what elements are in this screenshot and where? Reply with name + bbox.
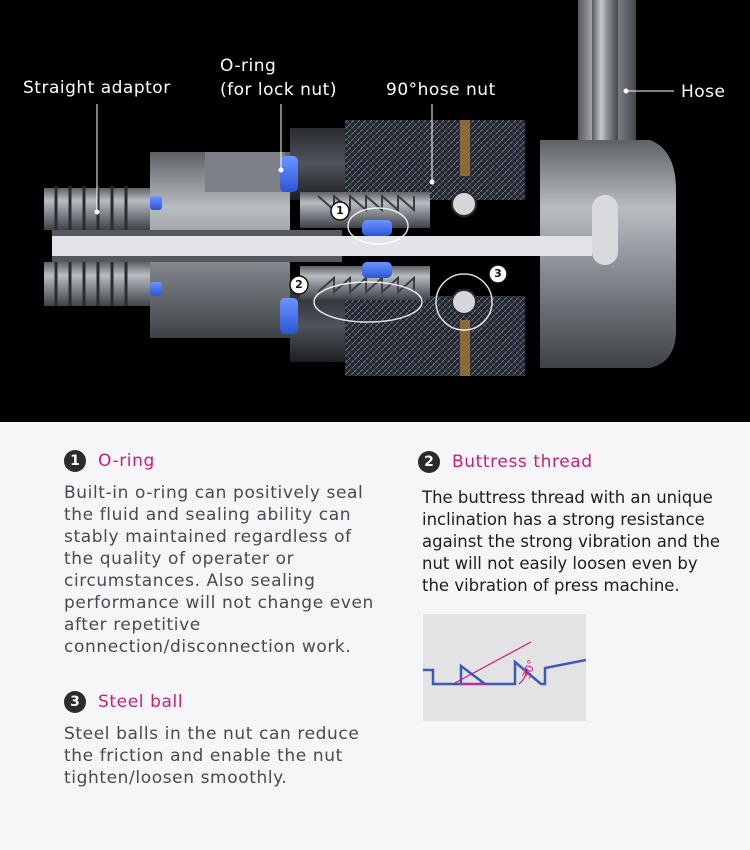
thread-teeth (54, 186, 128, 306)
oring-inner-top (362, 220, 392, 236)
angle-label: 30° (520, 658, 539, 681)
section-buttress-header: 2 Buttress thread (418, 451, 593, 473)
section-buttress-body: The buttress thread with an unique incli… (422, 488, 721, 595)
highlight-thread (313, 281, 423, 323)
buttress-teeth-top (317, 193, 415, 213)
product-cross-section-illustration: Straight adaptor O-ring (for lock nut) 9… (0, 0, 750, 422)
callout-hose: Hose (681, 82, 726, 102)
thread-profile-drawing: 30° (423, 641, 587, 686)
angle-reference-line (452, 641, 532, 685)
section-number-badge: 2 (418, 451, 440, 473)
callout-straight-adaptor: Straight adaptor (23, 78, 171, 98)
angle-arc (518, 667, 528, 685)
section-oring-header: 1 O-ring (64, 450, 155, 472)
callout-hose-nut: 90°hose nut (386, 80, 496, 100)
steel-ball-bottom (451, 289, 477, 315)
section-number-badge: 3 (64, 691, 86, 713)
feature-descriptions: 1 O-ring Built-in o-ring can positively … (0, 422, 750, 850)
marker-3: 3 (494, 267, 502, 280)
callout-leader-lines (94, 88, 674, 215)
section-oring-title: O-ring (98, 451, 155, 471)
center-bore (52, 236, 592, 256)
knurled-nut-bottom (345, 296, 525, 376)
section-steel-ball-body: Steel balls in the nut can reduce the fr… (64, 724, 360, 788)
buttress-thread-diagram: 30° (423, 614, 587, 721)
elbow-bore (592, 195, 618, 265)
section-oring-body: Built-in o-ring can positively seal the … (64, 483, 374, 657)
nut-ring-top (460, 120, 470, 176)
fitting-cutaway-drawing (44, 0, 676, 376)
hex-flat (205, 152, 285, 192)
marker-1: 1 (336, 204, 344, 217)
oring-lock-nut-bottom (280, 298, 298, 334)
steel-ball-top (451, 191, 477, 217)
lock-nut-bottom (290, 290, 350, 362)
highlight-oring (347, 207, 409, 245)
marker-2: 2 (295, 278, 303, 291)
nut-ring-bottom (460, 320, 470, 376)
lock-nut-top (290, 128, 350, 200)
callout-oring-line2: (for lock nut) (220, 80, 337, 100)
thread-profile-line (423, 658, 587, 686)
section-steel-ball-title: Steel ball (98, 692, 184, 712)
highlight-steel-ball (435, 273, 493, 331)
callout-oring-line1: O-ring (220, 56, 277, 76)
knurled-nut-top (345, 120, 525, 200)
oring-lock-nut-top (280, 156, 298, 192)
section-steel-ball-header: 3 Steel ball (64, 691, 183, 713)
section-number-badge: 1 (64, 450, 86, 472)
buttress-teeth-bottom (317, 275, 415, 295)
section-buttress-title: Buttress thread (452, 452, 593, 472)
oring-inner-bottom (362, 262, 392, 278)
